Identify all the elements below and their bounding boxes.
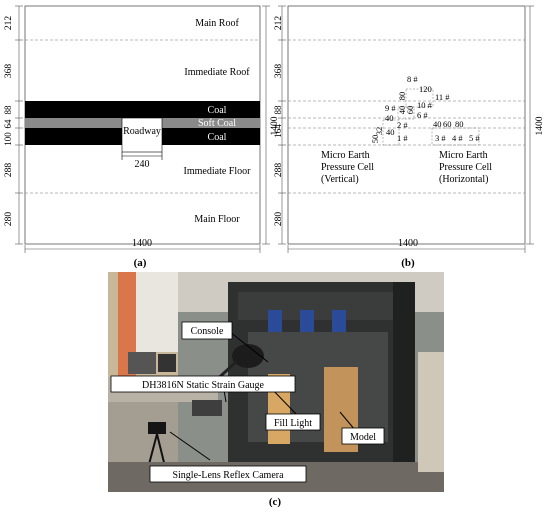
panel-b-right-dim: 1400	[535, 116, 545, 135]
panel-b-dim-164: 164	[273, 124, 283, 138]
sensor-3: 3 #	[435, 133, 446, 143]
panel-a-dim-368: 368	[4, 64, 14, 79]
layer-label-main-floor: Main Floor	[194, 214, 240, 225]
sensor-6: 6 #	[417, 110, 428, 120]
lab-photo-scene: Console DH3816N Static Strain Gauge Fill…	[108, 272, 444, 492]
spacing-50: 50	[370, 135, 380, 144]
layer-label-coal-upper: Coal	[208, 105, 227, 116]
sensor-layout	[382, 88, 480, 146]
roadway-width-value: 240	[135, 159, 150, 170]
panel-b-diagram: 8 # 11 # 9 # 10 # 6 # 2 # 1 # 3 # 4 # 5 …	[273, 5, 545, 269]
strain-gauge-callout: DH3816N Static Strain Gauge	[142, 380, 264, 391]
sensor-11: 11 #	[435, 92, 450, 102]
window-light	[136, 272, 178, 352]
console-monitor	[128, 352, 156, 374]
spacing-40-a: 40	[385, 113, 394, 123]
sensor-2: 2 #	[397, 120, 408, 130]
panel-a-dim-288: 288	[4, 163, 14, 178]
panel-b-boundaries	[288, 39, 525, 194]
model-callout-box	[341, 427, 385, 445]
layer-label-immediate-roof: Immediate Roof	[184, 67, 250, 78]
sensor-8: 8 #	[407, 74, 418, 84]
fill-light-callout: Fill Light	[274, 418, 312, 429]
panel-b-dim-212: 212	[274, 16, 284, 31]
panel-a-bottom-dim: 1400	[132, 238, 152, 249]
panel-a-dim-64: 64	[3, 119, 13, 129]
spacing-60-b: 60	[443, 119, 452, 129]
spacing-60-vertical: 60	[405, 106, 415, 115]
sensor-10: 10 #	[417, 100, 433, 110]
panel-b-frame	[287, 5, 526, 245]
panel-b-dim-288: 288	[274, 163, 284, 178]
panel-a-dim-100: 100	[3, 132, 13, 146]
panel-a-dim-280: 280	[4, 212, 14, 227]
console-callout: Console	[191, 326, 224, 337]
console-callout-box	[181, 321, 233, 340]
vertical-cell-line-2: Pressure Cell	[321, 162, 374, 173]
spacing-32: 32	[374, 127, 384, 136]
fill-light-lamp	[232, 344, 264, 368]
panel-b-dim-280: 280	[274, 212, 284, 227]
layer-label-immediate-floor: Immediate Floor	[184, 166, 252, 177]
panel-b-label: (b)	[401, 257, 415, 269]
model-callout: Model	[350, 432, 376, 443]
panel-a-dim-88: 88	[3, 105, 13, 115]
camera-body	[148, 422, 166, 434]
lab-photograph: Console DH3816N Static Strain Gauge Fill…	[108, 272, 444, 492]
horizontal-cell-line-3: (Horizontal)	[439, 174, 488, 185]
spacing-80-b: 80	[455, 119, 464, 129]
strain-gauge-device	[192, 400, 222, 416]
strain-gauge-callout-box	[110, 375, 296, 393]
spacing-40-c: 40	[386, 127, 395, 137]
panel-a-label: (a)	[134, 257, 147, 269]
sensor-4: 4 #	[452, 133, 463, 143]
vertical-cell-line-3: (Vertical)	[321, 174, 359, 185]
hydraulic-cylinder	[268, 310, 282, 332]
frame-top-beam	[238, 292, 398, 320]
spacing-80-vertical: 80	[397, 92, 407, 101]
panel-a-diagram: Roadway 240 Main Roof Immediate Roof Coa…	[3, 5, 280, 269]
console-device	[158, 354, 176, 372]
hydraulic-cylinder	[332, 310, 346, 332]
spacing-40-vertical: 40	[397, 106, 407, 115]
vertical-cell-line-1: Micro Earth	[321, 150, 370, 161]
right-wall	[418, 352, 444, 472]
camera-callout-box	[149, 465, 307, 483]
horizontal-cell-line-2: Pressure Cell	[439, 162, 492, 173]
horizontal-cell-line-1: Micro Earth	[439, 150, 488, 161]
panel-a-dim-212: 212	[4, 16, 14, 31]
layer-label-main-roof: Main Roof	[195, 18, 239, 29]
camera-callout: Single-Lens Reflex Camera	[172, 470, 284, 481]
panel-b-left-ticks	[278, 5, 286, 245]
roadway	[121, 117, 163, 153]
panel-b-bottom-dim: 1400	[398, 238, 418, 249]
hydraulic-cylinder	[300, 310, 314, 332]
sensor-9: 9 #	[385, 103, 396, 113]
panel-c-label: (c)	[268, 496, 282, 508]
right-post	[393, 282, 415, 472]
sensor-1: 1 #	[397, 133, 408, 143]
spacing-120: 120	[419, 84, 432, 94]
sensor-5: 5 #	[469, 133, 480, 143]
layer-label-soft-coal: Soft Coal	[198, 118, 236, 129]
roadway-label: Roadway	[123, 126, 161, 137]
coal-seam-upper	[25, 101, 260, 118]
layer-label-coal-lower: Coal	[208, 132, 227, 143]
spacing-40-d: 40	[433, 119, 442, 129]
panel-b-dim-368: 368	[274, 64, 284, 79]
panel-b-dim-88: 88	[273, 105, 283, 115]
panel-a-right-dim: 1400	[270, 116, 280, 135]
fill-light-callout-box	[265, 413, 321, 431]
panel-a-left-ticks	[15, 5, 23, 245]
